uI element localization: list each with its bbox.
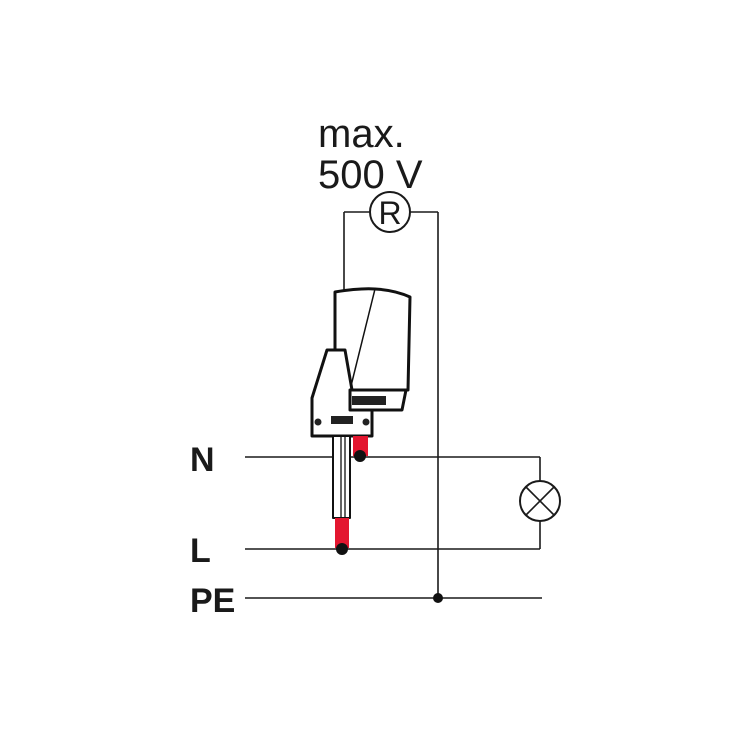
- voltage-value-label: 500 V: [318, 153, 423, 197]
- voltage-max-label: max.: [318, 112, 405, 156]
- live-contact-dot: [336, 543, 348, 555]
- resistor-label: R: [378, 195, 401, 231]
- label-l: L: [190, 532, 211, 570]
- label-n: N: [190, 441, 215, 479]
- neutral-contact-dot: [354, 450, 366, 462]
- label-pe: PE: [190, 582, 235, 620]
- pe-junction-dot: [433, 593, 443, 603]
- resistor-symbol: R: [369, 191, 411, 233]
- live-probe-tip: [335, 518, 349, 548]
- voltage-tester-device: [310, 287, 412, 519]
- lamp-icon: [519, 480, 561, 522]
